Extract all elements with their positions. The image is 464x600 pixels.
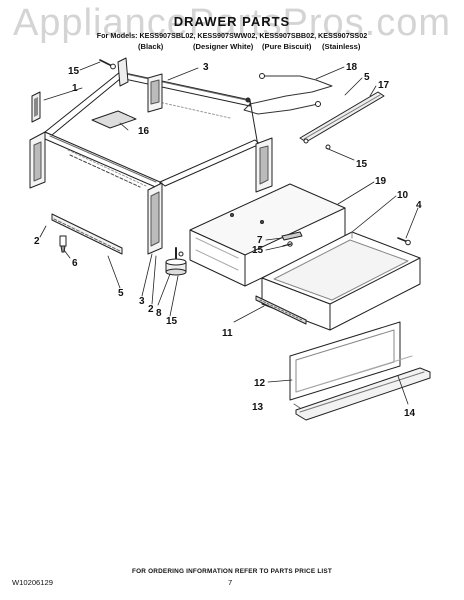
callout-14: 14: [404, 408, 416, 419]
finish-pure-biscuit: (Pure Biscuit): [262, 42, 312, 51]
finish-black: (Black): [138, 42, 164, 51]
model-list: For Models: KESS907SBL02, KESS907SWW02, …: [96, 31, 368, 40]
callout-8: 8: [156, 308, 162, 319]
watermark: AppliancePartsPros.com: [12, 2, 452, 44]
drawer-front: [289, 321, 413, 409]
callout-2: 2: [148, 304, 154, 315]
callout-3: 3: [203, 62, 209, 73]
callout-16: 16: [138, 126, 150, 137]
hardware-cluster: [281, 231, 411, 247]
leader-lines: [39, 61, 419, 405]
callout-15: 15: [252, 245, 264, 256]
callout-15: 15: [166, 316, 178, 327]
side-rail-left: [51, 213, 123, 255]
callout-5: 5: [364, 72, 370, 83]
callout-11: 11: [222, 328, 233, 339]
callout-13: 13: [252, 402, 264, 413]
document-number: W10206129: [12, 578, 53, 587]
wire-harness: [243, 73, 333, 115]
drawer-frame: [29, 57, 273, 255]
leveling-leg: [165, 247, 187, 276]
callout-4: 4: [416, 200, 422, 211]
callout-12: 12: [254, 378, 266, 389]
finish-designer-white: (Designer White): [193, 42, 254, 51]
callout-3: 3: [139, 296, 145, 307]
callout-2: 2: [34, 236, 40, 247]
finish-stainless: (Stainless): [322, 42, 361, 51]
drawer-box: [261, 231, 421, 331]
callout-6: 6: [72, 258, 78, 269]
callout-1: 1: [72, 83, 78, 94]
callout-15: 15: [356, 159, 368, 170]
callout-labels: 15 1 3 16 18 5 17 15 19 10 4 2 6 5 7 15 …: [34, 62, 422, 419]
callout-15: 15: [68, 66, 80, 77]
callout-5: 5: [118, 288, 124, 299]
rear-rail: [299, 91, 385, 150]
callout-17: 17: [378, 80, 390, 91]
callout-19: 19: [375, 176, 387, 187]
callout-10: 10: [397, 190, 409, 201]
callout-7: 7: [257, 235, 263, 246]
page-title: DRAWER PARTS: [173, 14, 291, 29]
page-number: 7: [228, 578, 233, 587]
finish-row: (Black) (Designer White) (Pure Biscuit) …: [0, 42, 464, 54]
drawer-handle: [295, 367, 431, 421]
callout-18: 18: [346, 62, 358, 73]
ordering-note: FOR ORDERING INFORMATION REFER TO PARTS …: [132, 568, 332, 575]
slide-rail: [255, 295, 307, 325]
